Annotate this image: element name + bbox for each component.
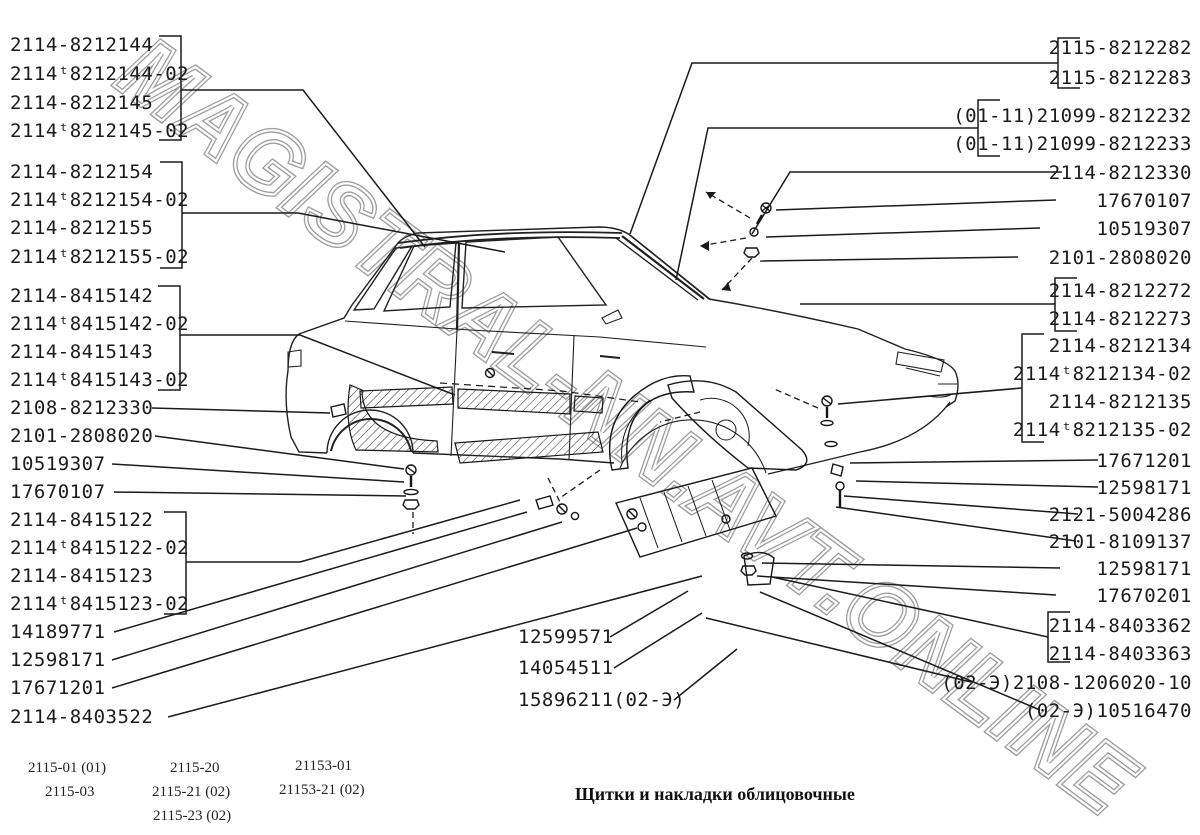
clip-icon [330,403,347,418]
part-number: (02-Э)2108-1206020-10 [941,672,1192,694]
roof-molding [397,231,623,249]
model-variant: 2115-23 (02) [153,808,232,824]
part-number: 2114-8212155 [10,217,154,239]
model-variant: 2115-20 [170,760,220,776]
part-number: 2114-8212273 [1048,308,1192,330]
part-number: 2114ᵗ8212145-02 [10,120,190,142]
part-number: 17670201 [1096,585,1192,607]
part-number: 2115-8212283 [1048,67,1192,89]
clip-icon [535,495,554,510]
model-variant: 21153-01 [295,758,352,774]
part-number: 17671201 [10,677,106,699]
part-number: 2114-8212134 [1048,335,1192,357]
fastener-icons [330,202,845,576]
part-number: 2114-8403363 [1048,643,1192,665]
part-number: 2114ᵗ8212134-02 [1012,363,1192,385]
part-number: (02-Э)10516470 [1024,700,1192,722]
part-number: 2121-5004286 [1048,504,1192,526]
part-number: 14189771 [10,621,106,643]
part-number: 2114-8212330 [1048,162,1192,184]
grommet-icon [721,514,731,524]
model-variant: 2115-01 (01) [28,760,107,776]
leader-lines [111,35,1099,718]
model-variant: 2115-21 (02) [152,784,231,800]
part-number: 2114-8403362 [1048,615,1192,637]
part-number: 17670107 [10,481,106,503]
part-number: 2101-2808020 [10,425,154,447]
part-number: 15896211(02-Э) [518,689,686,711]
screw-icon [405,464,417,476]
clip-icon [830,463,844,477]
screw-icon [760,202,772,214]
screw-icon [484,367,496,379]
part-number: 17671201 [1096,450,1192,472]
part-number: 2114-8212154 [10,161,154,183]
part-number: 2114-8415122 [10,509,154,531]
part-number: 12599571 [518,626,614,648]
headlamp [895,351,957,398]
model-variant: 21153-21 (02) [279,782,365,798]
side-moldings [347,382,641,464]
part-number: 2114ᵗ8212135-02 [1012,419,1192,441]
part-number: 2108-8212330 [10,397,154,419]
part-number: 2101-8109137 [1048,531,1192,553]
part-number: 2101-2808020 [1048,247,1192,269]
part-number: (01-11)21099-8212233 [953,133,1192,155]
part-number: 2114ᵗ8415122-02 [10,537,190,559]
part-number: 2114-8212144 [10,34,154,56]
washer-icon [749,227,759,237]
model-variant: 2115-03 [45,784,95,800]
nut-icon [743,247,760,258]
part-number: (01-11)21099-8212232 [953,105,1192,127]
part-number: 2115-8212282 [1048,37,1192,59]
part-number: 12598171 [10,649,106,671]
part-number: 2114ᵗ8212144-02 [10,63,190,85]
part-number: 2114-8415142 [10,285,154,307]
part-number: 14054511 [518,657,614,679]
part-number: 2114ᵗ8212154-02 [10,189,190,211]
part-number: 10519307 [10,453,106,475]
part-number: 2114ᵗ8212155-02 [10,246,190,268]
windshield-pillar-molding [621,235,705,300]
part-number: 2114-8403522 [10,706,154,728]
part-number: 10519307 [1096,218,1192,240]
page-title: Щитки и накладки облицовочные [575,784,855,804]
arrowheads [700,192,731,291]
nut-icon [402,499,420,510]
part-number: 12598171 [1096,477,1192,499]
part-number: 2114-8415143 [10,341,154,363]
part-number: 2114-8212135 [1048,391,1192,413]
part-number: 2114ᵗ8415143-02 [10,369,190,391]
part-number: 17670107 [1096,190,1192,212]
mud-flap [743,551,775,586]
part-number: 2114-8212272 [1048,280,1192,302]
part-number: 12598171 [1096,558,1192,580]
washer-icon [403,488,419,496]
assembly-arrows [412,191,819,534]
part-number: 2114ᵗ8415123-02 [10,593,190,615]
part-number: 2114ᵗ8415142-02 [10,313,190,335]
wheelhouse-liner-parts [608,375,808,586]
nut-icon [740,565,757,576]
part-number: 2114-8415123 [10,565,154,587]
part-number: 2114-8212145 [10,92,154,114]
